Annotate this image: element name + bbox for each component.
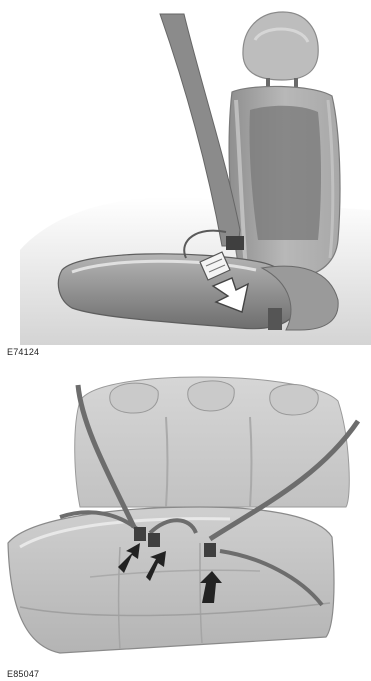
rear-bench-illustration: E85047	[0, 357, 371, 681]
headrest	[243, 12, 318, 80]
figure-code: E74124	[7, 347, 39, 357]
buckle	[226, 236, 244, 250]
seat-bracket	[268, 308, 282, 330]
figure-code: E85047	[7, 669, 39, 679]
centre-buckle	[148, 533, 160, 547]
front-seat-illustration: E74124	[0, 0, 371, 345]
right-buckle	[204, 543, 216, 557]
left-buckle	[134, 527, 146, 541]
rear-cushion	[8, 507, 334, 653]
